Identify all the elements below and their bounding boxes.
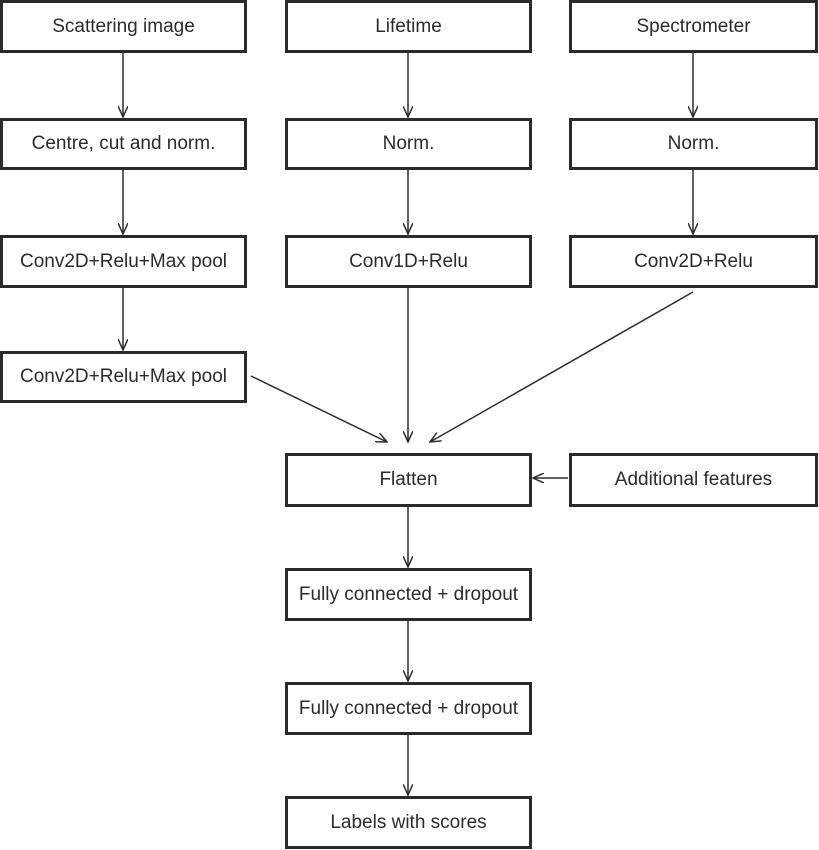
conv1d-relu-node: Conv1D+Relu <box>285 235 532 288</box>
additional-features-node: Additional features <box>569 453 818 507</box>
fully-connected-dropout-node-2: Fully connected + dropout <box>285 682 532 735</box>
lifetime-node: Lifetime <box>285 0 532 53</box>
spectrometer-node: Spectrometer <box>569 0 818 53</box>
arrow-conv2d-to-flatten <box>430 291 694 442</box>
scattering-image-node: Scattering image <box>0 0 247 53</box>
conv2d-relu-maxpool-node-2: Conv2D+Relu+Max pool <box>0 351 247 403</box>
fully-connected-dropout-node-1: Fully connected + dropout <box>285 568 532 621</box>
norm-spectrometer-node: Norm. <box>569 118 818 170</box>
conv2d-relu-node: Conv2D+Relu <box>569 235 818 288</box>
centre-cut-norm-node: Centre, cut and norm. <box>0 118 247 170</box>
arrow-conv2d-maxpool-2-to-flatten <box>250 375 387 442</box>
flatten-node: Flatten <box>285 453 532 507</box>
labels-with-scores-node: Labels with scores <box>285 796 532 849</box>
norm-lifetime-node: Norm. <box>285 118 532 170</box>
conv2d-relu-maxpool-node-1: Conv2D+Relu+Max pool <box>0 235 247 288</box>
